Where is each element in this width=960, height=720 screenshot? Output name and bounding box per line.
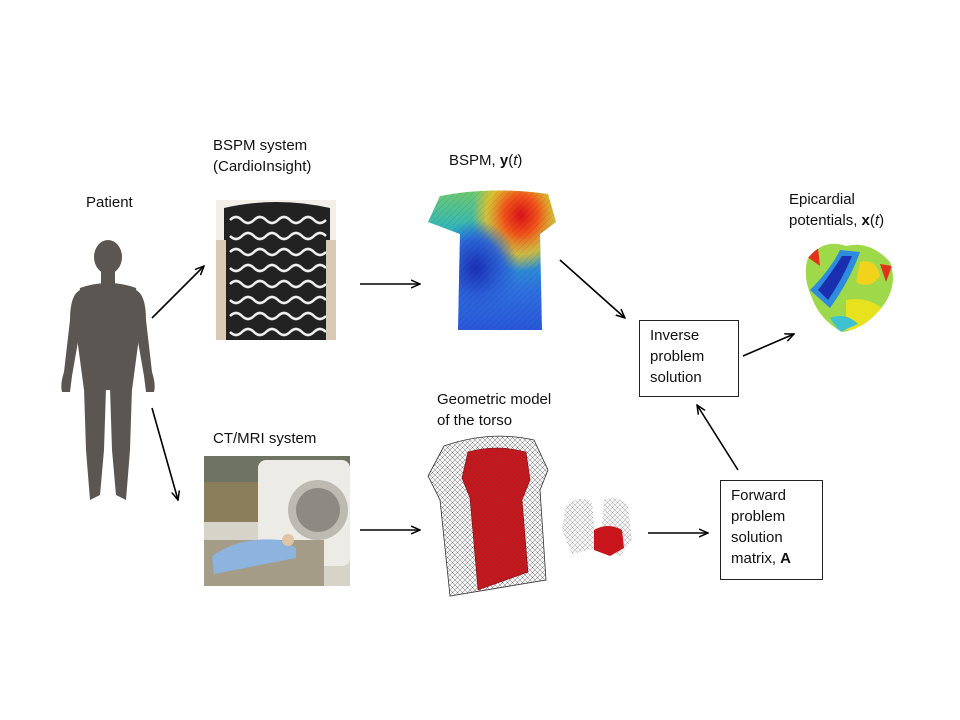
ct-mri-label: CT/MRI system	[213, 430, 317, 447]
epicardial-paren-close: )	[879, 212, 885, 229]
inverse-problem-box: Inverse problem solution	[639, 320, 739, 397]
inverse-line1: Inverse	[650, 327, 700, 344]
geometric-model-label: Geometric model of the torso	[437, 389, 551, 431]
arrow-forward-to-inverse	[697, 405, 739, 471]
forward-line3: solution	[731, 529, 783, 546]
epicardial-paren-open: (	[869, 212, 875, 229]
bspm-paren-open: (	[508, 152, 514, 169]
epicardial-prefix: potentials,	[789, 212, 862, 229]
inverse-line3: solution	[650, 369, 702, 386]
bspm-label: BSPM, y(t)	[449, 150, 522, 171]
arrow-inverse-to-epicardial	[742, 334, 794, 357]
forward-symbol-a: A	[780, 550, 792, 567]
patient-label: Patient	[86, 194, 133, 211]
bspm-symbol-y: y	[499, 152, 509, 169]
epicardial-symbol-t: t	[874, 212, 880, 229]
bspm-system-line1: BSPM system	[213, 137, 308, 154]
bspm-symbol-t: t	[513, 152, 518, 169]
forward-line1: Forward	[731, 487, 787, 504]
forward-line4-prefix: matrix,	[731, 550, 781, 567]
epicardial-symbol-x: x	[861, 212, 870, 229]
bspm-system-line2: (CardioInsight)	[213, 158, 312, 175]
bspm-system-label: BSPM system (CardioInsight)	[213, 135, 311, 177]
arrow-patient-to-bspm-system	[151, 266, 204, 319]
epicardial-label: Epicardial potentials, x(t)	[789, 189, 884, 231]
epicardial-line2: potentials, x(t)	[789, 210, 884, 231]
forward-problem-box: Forward problem solution matrix, A	[720, 480, 823, 580]
forward-line2: problem	[731, 508, 786, 525]
geometric-line2: of the torso	[437, 412, 513, 429]
epicardial-line1: Epicardial	[789, 191, 855, 208]
inverse-line2: problem	[650, 348, 705, 365]
geometric-line1: Geometric model	[437, 391, 552, 408]
bspm-prefix: BSPM,	[449, 152, 500, 169]
bspm-paren-close: )	[517, 152, 523, 169]
arrow-bspm-to-inverse	[559, 259, 625, 318]
arrow-patient-to-ct-mri	[151, 407, 178, 500]
forward-line4: matrix, A	[731, 548, 814, 569]
